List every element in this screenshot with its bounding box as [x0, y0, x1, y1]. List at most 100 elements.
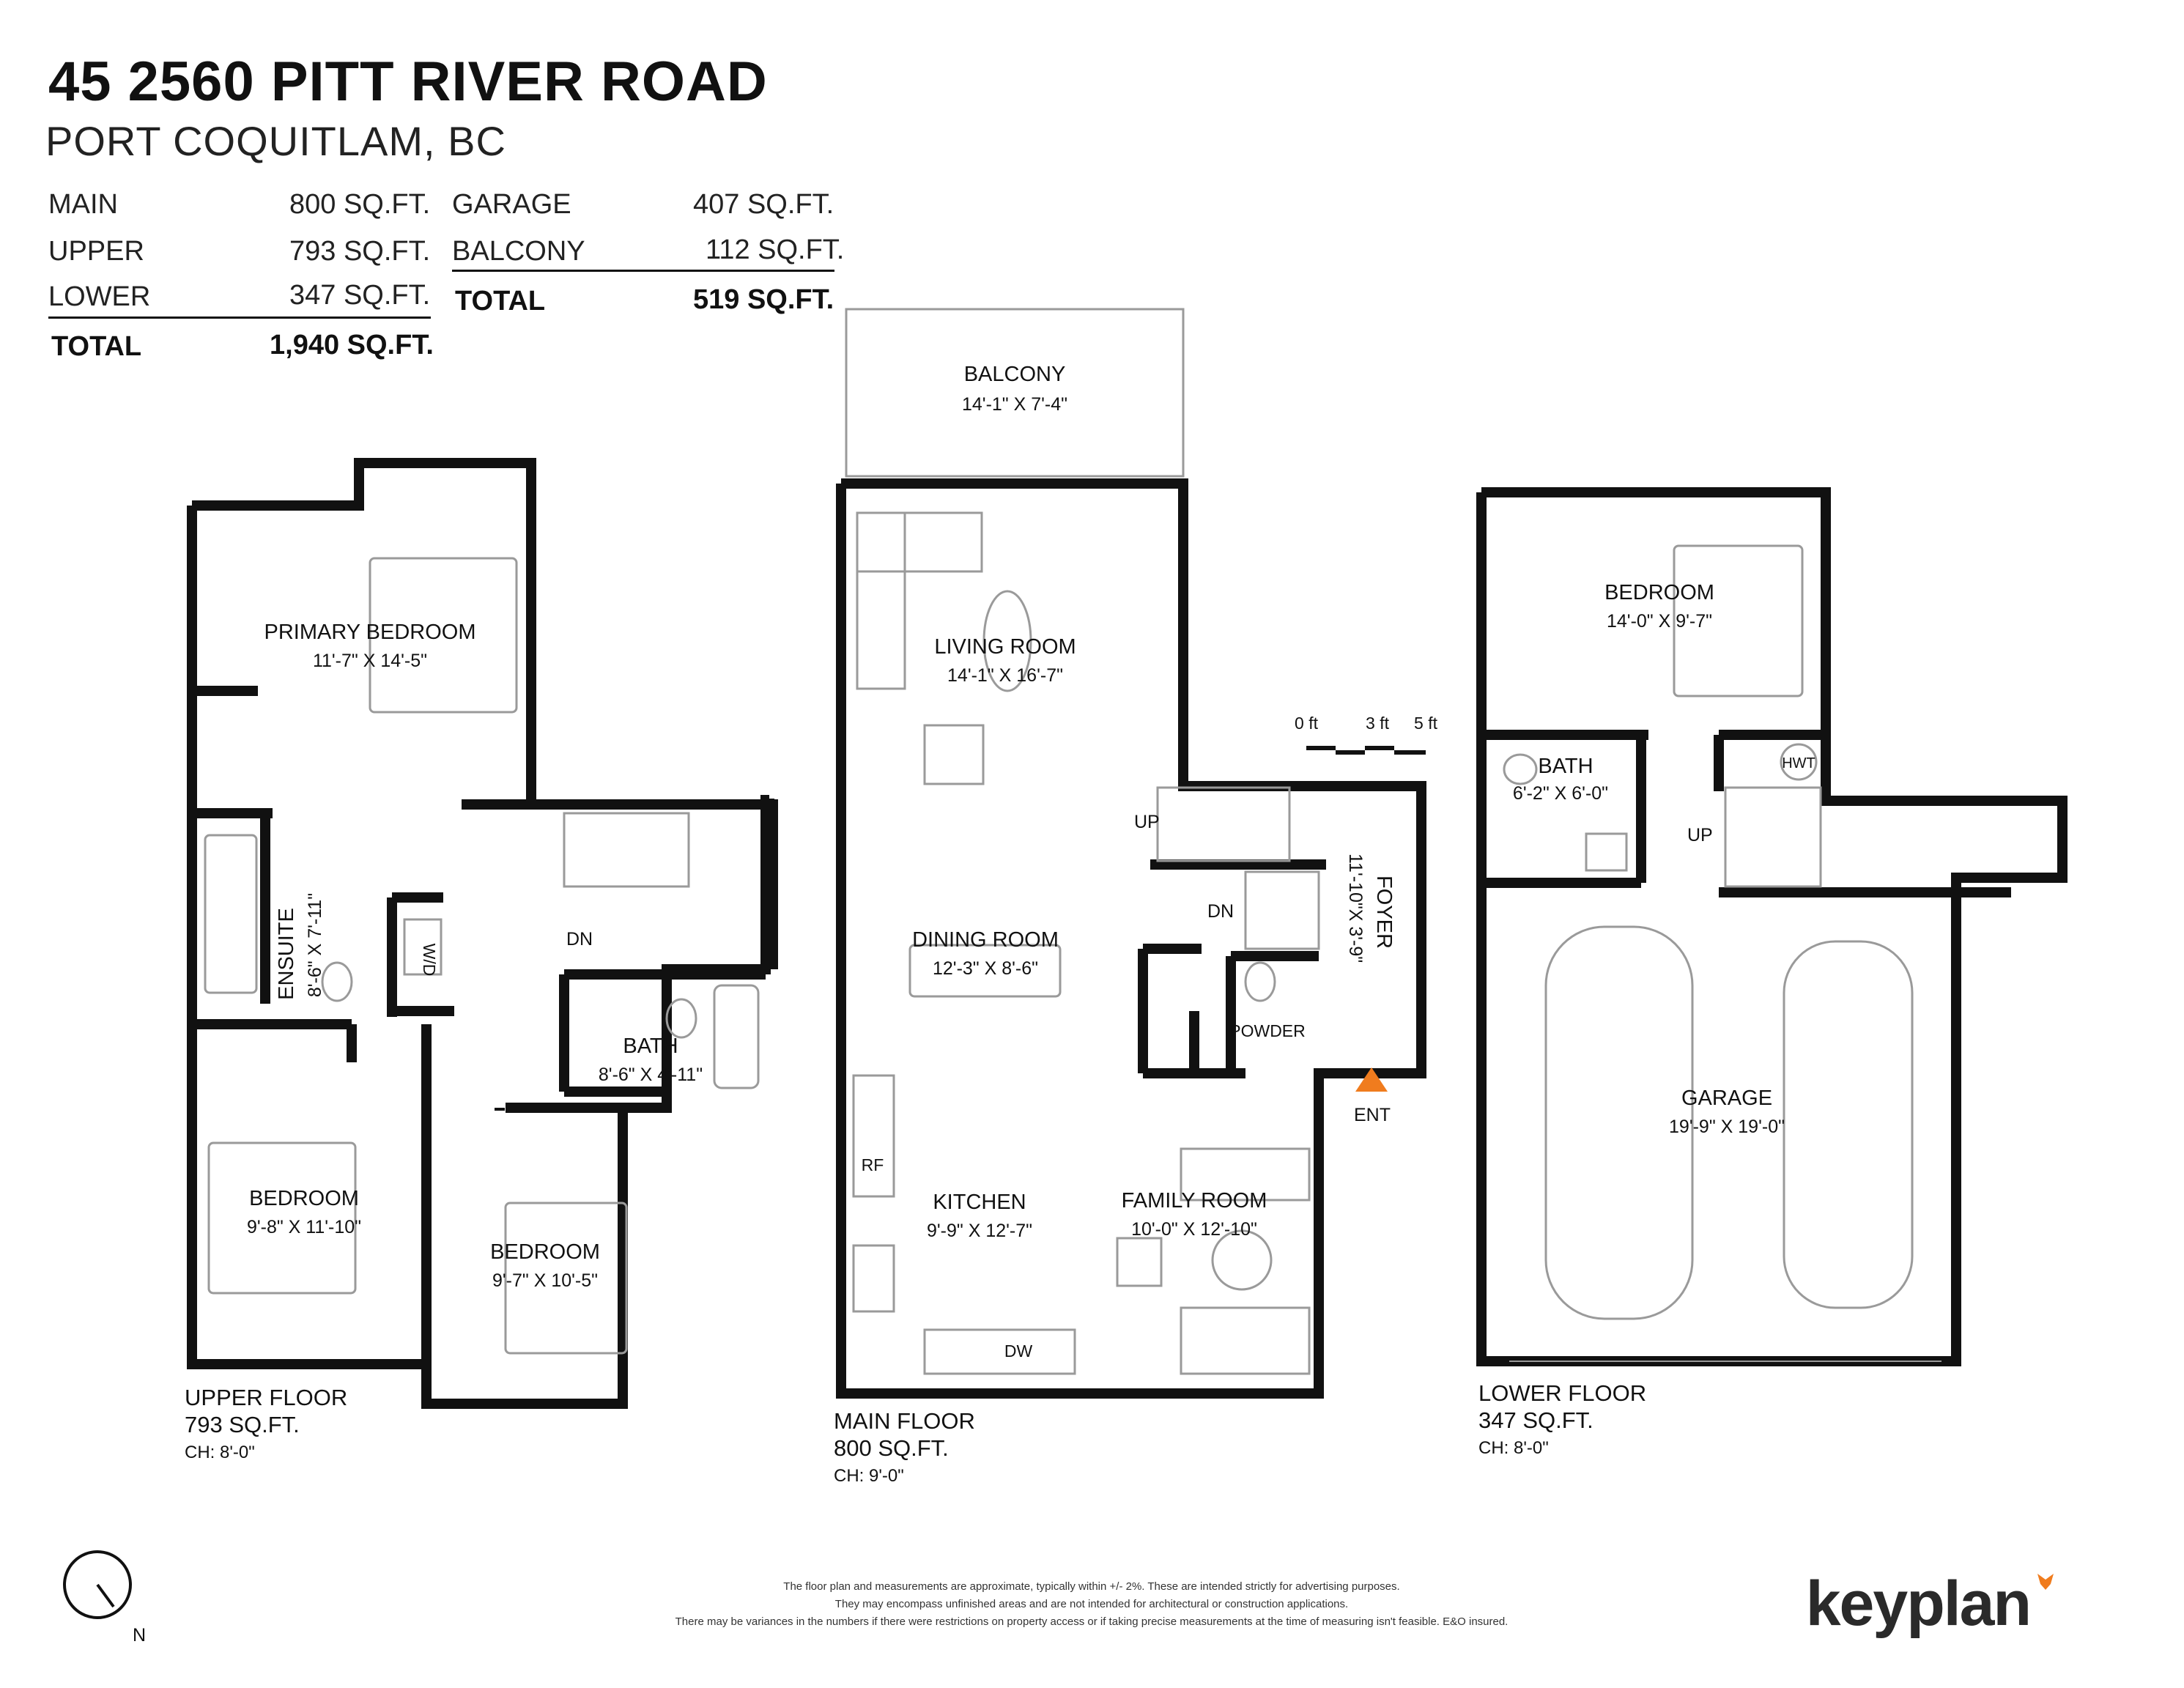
summary-divider-right — [452, 270, 834, 272]
room-name-family: FAMILY ROOM — [1122, 1189, 1267, 1213]
room-labels: BALCONY 14'-1" X 7'-4" LIVING ROOM 14'-1… — [247, 363, 1785, 1291]
main-up-label: UP — [1134, 812, 1160, 832]
upper-stairs — [563, 812, 690, 888]
room-name-ensuite: ENSUITE — [275, 908, 298, 1000]
summary-label-balcony: BALCONY — [452, 236, 585, 267]
upper-floor-fixtures — [204, 557, 760, 1355]
wd-label: W/D — [420, 944, 439, 977]
scale-label-5: 5 ft — [1414, 714, 1438, 733]
family-table — [1211, 1229, 1273, 1291]
bed-upper-left — [207, 1141, 357, 1295]
balcony-area — [845, 308, 1185, 478]
disclaimer-line-2: They may encompass unfinished areas and … — [834, 1598, 1349, 1610]
property-city: PORT COQUITLAM, BC — [45, 118, 506, 164]
lower-floor-outer-wall — [1476, 487, 2068, 1366]
upper-floor-name: UPPER FLOOR — [185, 1385, 347, 1410]
room-dims-kitchen: 9'-9" X 12'-7" — [927, 1221, 1032, 1241]
kitchen-counter — [923, 1328, 1076, 1375]
summary-label-garage: GARAGE — [452, 189, 571, 220]
main-stairs-up — [1156, 786, 1291, 862]
car-left — [1544, 925, 1694, 1320]
family-sofa-bottom — [1180, 1306, 1311, 1375]
car-right — [1783, 940, 1914, 1309]
summary-value-garage: 407 SQ.FT. — [693, 189, 834, 220]
room-name-balcony: BALCONY — [964, 363, 1066, 386]
rf-label: RF — [862, 1155, 884, 1174]
powder-toilet — [1244, 961, 1276, 1002]
lower-up-label: UP — [1687, 825, 1713, 845]
lower-floor-area: 347 SQ.FT. — [1478, 1407, 1593, 1433]
sofa-sectional — [856, 511, 906, 690]
main-floor-fixtures — [845, 308, 1320, 1375]
lower-sink — [1585, 832, 1628, 872]
lower-floor-ceiling: CH: 8'-0" — [1478, 1438, 1549, 1458]
upper-floor-plan — [187, 458, 778, 1409]
refrigerator — [852, 1074, 895, 1198]
main-dn-label: DN — [1207, 901, 1234, 922]
bath-toilet — [665, 998, 697, 1039]
room-dims-lower-bedroom: 14'-0" X 9'-7" — [1607, 611, 1712, 632]
brand-logo: keyplan — [1805, 1569, 2032, 1639]
room-name-kitchen: KITCHEN — [933, 1191, 1026, 1214]
summary-divider — [48, 316, 431, 319]
floor-labels: UPPER FLOOR 793 SQ.FT. CH: 8'-0" MAIN FL… — [185, 1380, 1646, 1486]
summary-value-balcony: 112 SQ.FT. — [706, 234, 845, 265]
summary-value-lower: 347 SQ.FT. — [289, 280, 431, 311]
summary-value-upper: 793 SQ.FT. — [289, 236, 431, 267]
room-dims-family: 10'-0" X 12'-10" — [1131, 1219, 1257, 1240]
room-name-living: LIVING ROOM — [934, 635, 1076, 659]
main-floor-ceiling: CH: 9'-0" — [834, 1466, 904, 1486]
main-floor-plan — [836, 478, 1426, 1399]
lower-toilet — [1503, 753, 1538, 785]
family-sofa — [1180, 1147, 1311, 1202]
hwt-label: HWT — [1782, 755, 1815, 771]
room-name-foyer: FOYER — [1372, 876, 1396, 949]
summary-value-main: 800 SQ.FT. — [289, 189, 431, 220]
stove — [852, 1244, 895, 1313]
bed-upper-right — [504, 1202, 628, 1355]
scale-segment — [1394, 750, 1426, 755]
fixture-labels: W/D RF DW HWT — [420, 755, 1815, 1361]
bed-lower — [1673, 544, 1804, 697]
summary-total-label-right: TOTAL — [455, 286, 546, 316]
summary-total-value-right: 519 SQ.FT. — [693, 284, 834, 315]
room-dims-balcony: 14'-1" X 7'-4" — [962, 394, 1067, 415]
lower-floor-plan — [1476, 487, 2068, 1366]
north-arrow: N — [63, 1550, 146, 1646]
room-dims-lower-bath: 6'-2" X 6'-0" — [1513, 783, 1608, 804]
upper-floor-outer-wall — [187, 506, 774, 1409]
scale-label-0: 0 ft — [1295, 714, 1319, 733]
ensuite-tub — [204, 834, 258, 994]
dw-label: DW — [1004, 1341, 1033, 1361]
brand-fox-icon — [2037, 1574, 2054, 1590]
scale-segment — [1306, 746, 1336, 750]
main-floor-outer-wall — [836, 478, 1426, 1399]
main-floor-name: MAIN FLOOR — [834, 1408, 975, 1434]
room-dims-primary-bedroom: 11'-7" X 14'-5" — [313, 651, 427, 671]
scale-bar: 0 ft 3 ft 5 ft — [1295, 714, 1438, 755]
room-dims-living: 14'-1" X 16'-7" — [947, 665, 1063, 686]
lower-floor-name: LOWER FLOOR — [1478, 1380, 1646, 1406]
family-armchair — [1116, 1237, 1163, 1287]
room-dims-foyer: 11'-10"X 3'-9" — [1345, 854, 1366, 963]
room-name-powder: POWDER — [1229, 1021, 1306, 1040]
room-name-upper-bedroom-right: BEDROOM — [490, 1240, 600, 1264]
compass-icon — [63, 1550, 132, 1619]
room-name-primary-bedroom: PRIMARY BEDROOM — [264, 621, 476, 644]
upper-dn-label: DN — [566, 929, 593, 949]
room-dims-dining: 12'-3" X 8'-6" — [933, 958, 1038, 979]
entry-label: ENT — [1354, 1105, 1391, 1125]
room-dims-garage: 19'-9" X 19'-0" — [1669, 1117, 1785, 1137]
upper-floor-area: 793 SQ.FT. — [185, 1412, 300, 1437]
stair-markers: DN UP DN UP ENT — [566, 812, 1713, 1125]
entry-marker — [1355, 1067, 1388, 1092]
property-address: 45 2560 PITT RIVER ROAD — [48, 51, 768, 113]
north-label: N — [133, 1625, 146, 1646]
upper-floor-ceiling: CH: 8'-0" — [185, 1443, 255, 1462]
armchair — [923, 724, 985, 785]
disclaimer-line-1: The floor plan and measurements are appr… — [783, 1580, 1400, 1593]
sofa-sectional-top — [856, 511, 983, 573]
room-dims-upper-bedroom-right: 9'-7" X 10'-5" — [492, 1270, 598, 1291]
water-heater — [1780, 743, 1818, 781]
